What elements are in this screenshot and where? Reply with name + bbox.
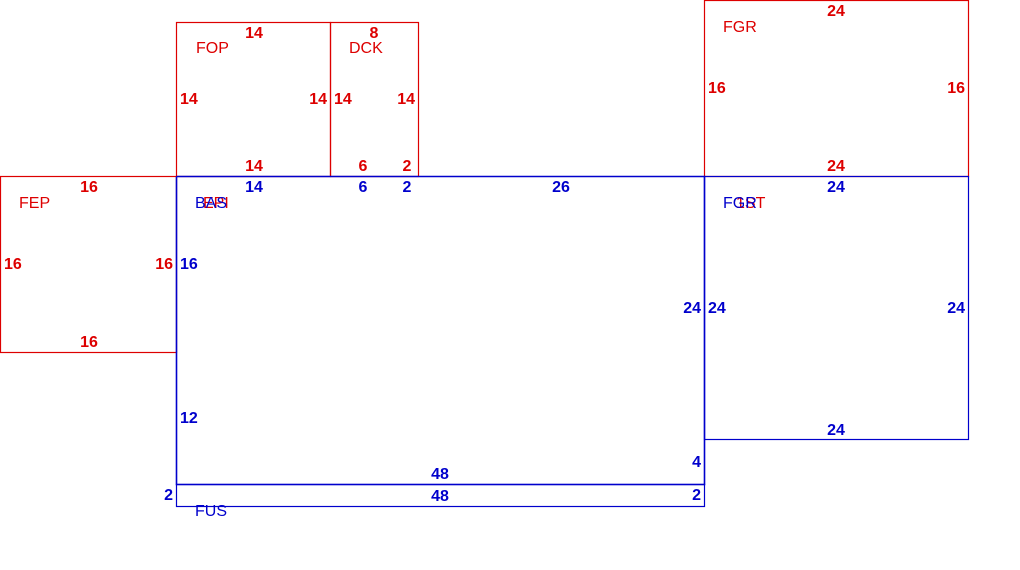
area-fgr-label: FGR [723,19,757,36]
area-1st-label: 1ST [736,195,766,212]
area-dck-dim-bottom-left: 6 [359,158,368,175]
area-fus-dim-top: 48 [431,488,449,505]
area-fgr-dim-bottom: 24 [827,158,845,175]
area-fop-dim-top: 14 [245,25,263,42]
area-fgr-lower: FGR 24 24 24 24 [703,175,970,441]
area-fus-outline [175,483,706,508]
area-fep-label: FEP [19,195,50,212]
area-bas-dim-top-c: 2 [403,179,412,196]
area-fus: FUS 48 2 2 [164,483,706,520]
area-fus-dim-left: 2 [164,487,173,504]
area-fgr-dim-left: 16 [708,80,726,97]
area-bas-dim-left-upper: 16 [180,256,198,273]
area-fop-dim-bottom: 14 [245,158,263,175]
area-fop-dim-left: 14 [180,91,198,108]
area-fgr-lower-dim-top: 24 [827,179,845,196]
area-dck-dim-right: 14 [397,91,415,108]
area-fgr: FGR 24 24 16 16 [703,0,970,178]
area-fop-label: FOP [196,40,229,57]
overlap-labels: EPI 1ST [203,195,766,212]
area-bas-dim-top-b: 6 [359,179,368,196]
area-dck: DCK 8 6 2 14 14 [329,21,420,178]
area-fus-label: FUS [195,503,227,520]
area-bas-label: BAS [195,195,227,212]
area-bas-dim-right: 24 [683,300,701,317]
area-dck-label: DCK [349,40,383,57]
area-fgr-lower-outline [703,175,970,441]
area-fgr-lower-dim-left: 24 [708,300,726,317]
area-fep-dim-top: 16 [80,179,98,196]
area-fgr-dim-top: 24 [827,3,845,20]
area-fop-dim-right: 14 [309,91,327,108]
area-dck-dim-left: 14 [334,91,352,108]
area-bas-dim-bottom: 48 [431,466,449,483]
area-bas-dim-top-a: 14 [245,179,263,196]
area-fep-dim-left: 16 [4,256,22,273]
area-fop: FOP 14 14 14 14 [175,21,332,178]
area-dck-dim-bottom-right: 2 [403,158,412,175]
area-fep-dim-right: 16 [155,256,173,273]
area-fgr-dim-right: 16 [947,80,965,97]
area-dck-dim-top: 8 [370,25,379,42]
area-bas-outline [175,175,706,486]
area-fep-dim-bottom: 16 [80,334,98,351]
area-fus-dim-right: 2 [692,487,701,504]
area-fgr-lower-label: FGR [723,195,757,212]
area-fgr-lower-dim-bottom: 24 [827,422,845,439]
area-fep: FEP 16 16 16 16 [0,175,178,354]
area-bas-dim-top-d: 26 [552,179,570,196]
area-fgr-lower-dim-right: 24 [947,300,965,317]
area-bas: BAS 14 6 2 26 16 12 24 4 48 [175,175,706,486]
area-bas-dim-left-lower: 12 [180,410,198,427]
area-bas-dim-right-step: 4 [692,454,701,471]
area-epi-label: EPI [203,195,229,212]
